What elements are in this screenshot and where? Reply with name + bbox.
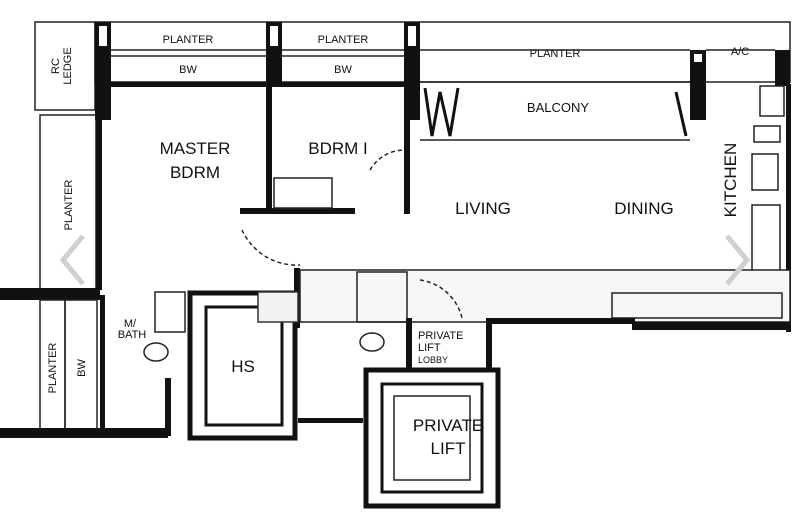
- label-lobby: PRIVATE: [418, 330, 463, 342]
- label-planter: PLANTER: [318, 34, 369, 46]
- label-lobby: LIFT: [418, 342, 441, 354]
- label-kitchen: KITCHEN: [721, 143, 740, 218]
- label-mbath: M/: [124, 318, 137, 330]
- label-lobby: LOBBY: [418, 355, 448, 365]
- label-living: LIVING: [455, 199, 511, 218]
- label-master: MASTER: [160, 139, 231, 158]
- private-lift: [363, 367, 501, 509]
- household-shelter: [187, 290, 298, 441]
- chevron-left-icon: [59, 234, 85, 286]
- label-private-lift: LIFT: [431, 439, 466, 458]
- top-planter-strip: [94, 21, 791, 83]
- label-rc: RC: [50, 58, 62, 74]
- carousel-next-button[interactable]: [715, 230, 755, 290]
- label-bdrm1: BDRM I: [308, 139, 368, 158]
- label-planter: PLANTER: [530, 48, 581, 60]
- label-balcony: BALCONY: [527, 100, 589, 115]
- label-ledge: LEDGE: [62, 47, 74, 84]
- cooktop: [753, 125, 781, 143]
- label-hs: HS: [231, 357, 255, 376]
- label-private-lift: PRIVATE: [413, 416, 483, 435]
- kitchen-sink: [751, 153, 779, 191]
- label-dining: DINING: [614, 199, 674, 218]
- label-ac: A/C: [731, 46, 749, 58]
- label-bw: BW: [334, 64, 352, 76]
- label-planter-left-lower: PLANTER: [47, 343, 59, 394]
- label-mbath: BATH: [118, 329, 147, 341]
- kitchen-sink-corner: [759, 85, 785, 117]
- label-planter: PLANTER: [163, 34, 214, 46]
- structural-columns: [95, 22, 790, 120]
- chevron-right-icon: [725, 234, 751, 286]
- label-bdrm: BDRM: [170, 163, 220, 182]
- label-planter-left: PLANTER: [63, 180, 75, 231]
- label-bw-left: BW: [76, 359, 88, 377]
- label-bw: BW: [179, 64, 197, 76]
- carousel-prev-button[interactable]: [55, 230, 95, 290]
